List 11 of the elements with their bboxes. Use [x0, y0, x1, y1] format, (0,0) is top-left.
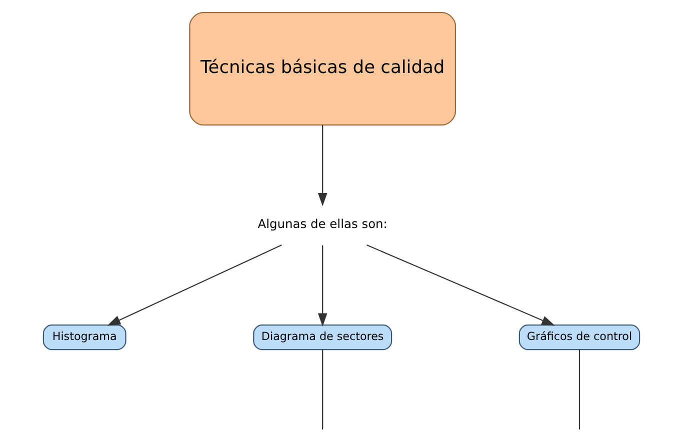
node-box: Histograma — [42, 324, 126, 350]
arrow — [318, 245, 328, 327]
node-text: Algunas de ellas son: — [258, 217, 388, 232]
arrow — [107, 244, 282, 326]
connector — [578, 350, 580, 430]
node-box: Técnicas básicas de calidad — [189, 12, 456, 126]
arrow — [366, 244, 556, 326]
arrow — [318, 125, 328, 206]
node-box: Gráficos de control — [518, 324, 640, 350]
connector — [322, 350, 324, 430]
node-box: Diagrama de sectores — [253, 324, 392, 350]
